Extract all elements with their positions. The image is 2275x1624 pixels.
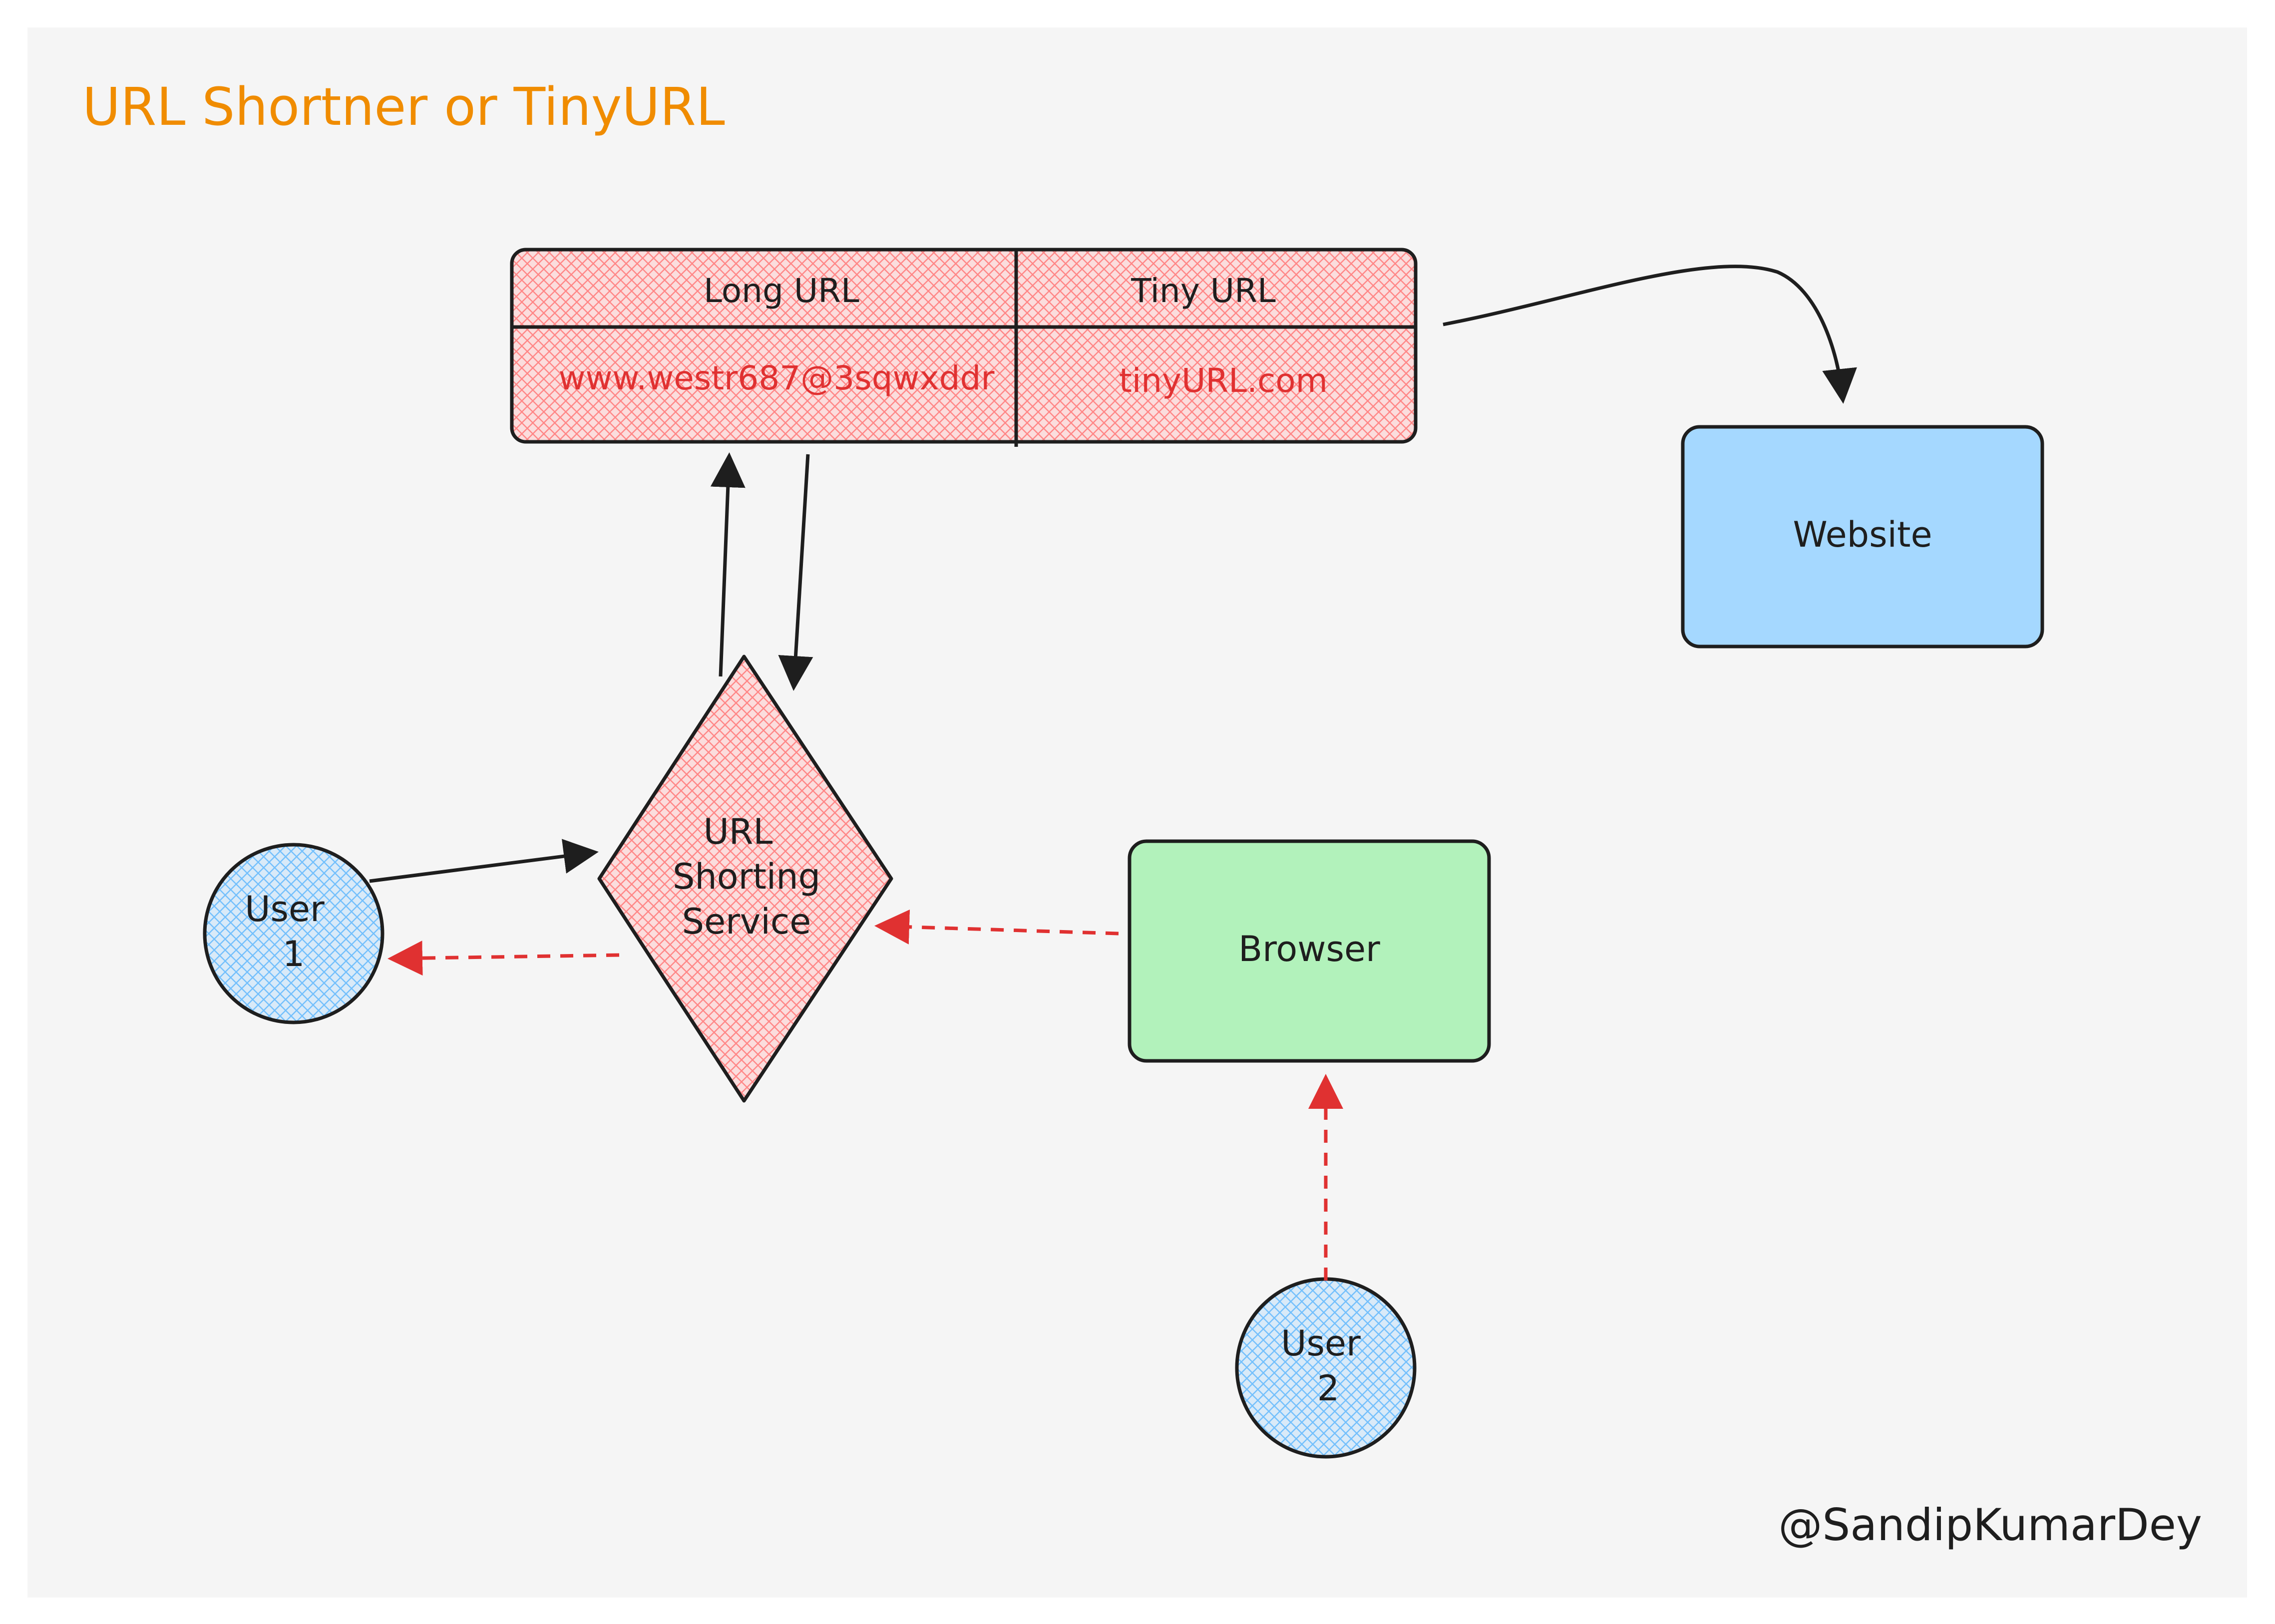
browser-label: Browser xyxy=(1238,929,1380,970)
arrow-service-to-table xyxy=(710,452,746,677)
arrow-service-to-user-1 xyxy=(387,941,620,976)
user-2-label-line-2: 2 xyxy=(1317,1368,1340,1409)
table-cell-long-url: www.westr687@3sqwxddr xyxy=(558,359,995,397)
table-hatch xyxy=(512,250,1416,442)
diagram-title: URL Shortner or TinyURL xyxy=(82,76,725,137)
service-diamond-border xyxy=(597,654,893,1103)
user-2-circle-hatch xyxy=(1237,1279,1415,1457)
arrows xyxy=(369,265,1857,1281)
url-shorting-service-node: URL Shorting Service xyxy=(597,654,893,1103)
user-2-label-line-1: User xyxy=(1281,1323,1361,1364)
arrow-browser-to-service xyxy=(874,909,1119,945)
user-1-node: User 1 xyxy=(203,843,384,1024)
website-box xyxy=(1681,425,2044,649)
author-credit: @SandipKumarDey xyxy=(1778,1499,2202,1551)
arrow-table-to-website xyxy=(1443,265,1857,404)
user-1-circle-hatch xyxy=(205,845,382,1022)
user-1-label-line-1: User xyxy=(245,889,325,930)
website-node: Website xyxy=(1681,425,2044,649)
service-label-line-3: Service xyxy=(682,901,811,942)
website-label: Website xyxy=(1793,514,1932,555)
browser-box xyxy=(1128,839,1491,1063)
user-2-node: User 2 xyxy=(1235,1277,1417,1459)
user-1-label-line-2: 1 xyxy=(283,934,305,974)
browser-node: Browser xyxy=(1128,839,1491,1063)
service-label-line-2: Shorting xyxy=(673,856,820,897)
service-label-line-1: URL xyxy=(704,811,773,852)
table-header-long-url: Long URL xyxy=(704,272,859,310)
arrow-user-1-to-service xyxy=(369,839,599,883)
table-cell-tiny-url: tinyURL.com xyxy=(1119,361,1328,400)
url-table: Long URL Tiny URL www.westr687@3sqwxddr … xyxy=(510,248,1418,447)
table-header-tiny-url: Tiny URL xyxy=(1131,272,1276,310)
user-1-circle-border xyxy=(203,843,384,1024)
table-border xyxy=(510,248,1418,444)
arrow-table-to-service xyxy=(778,454,813,691)
